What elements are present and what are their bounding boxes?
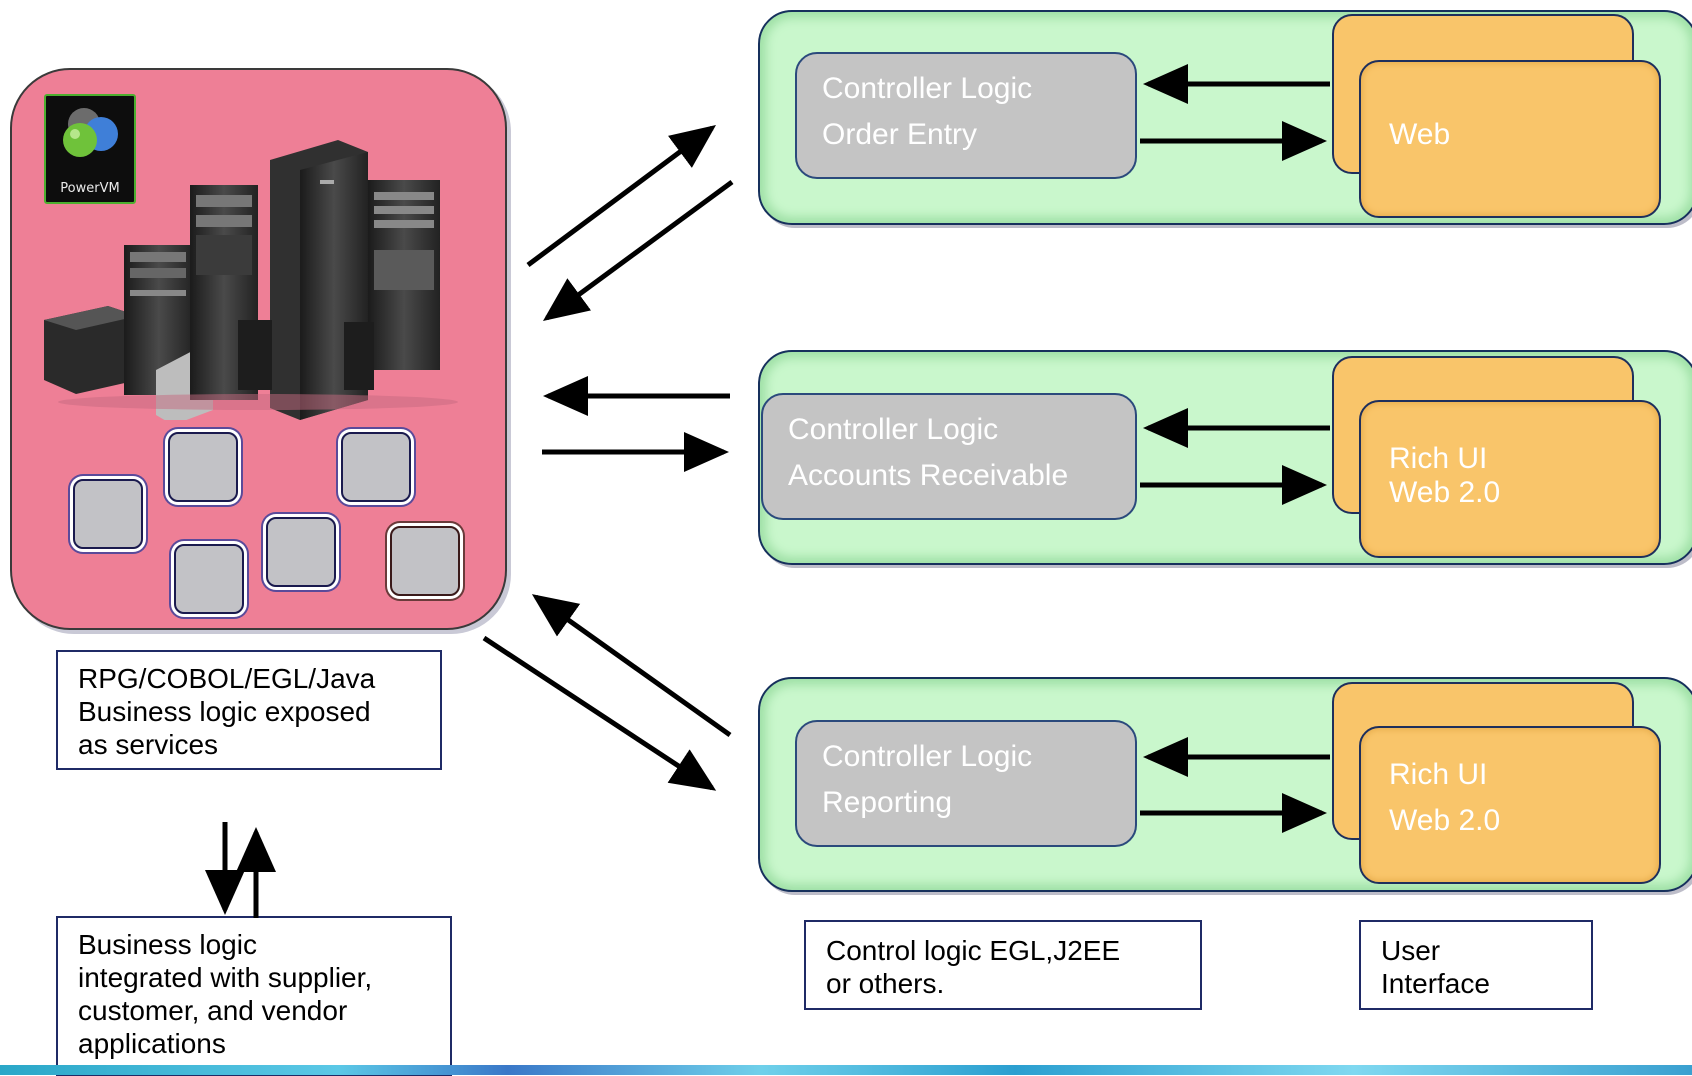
powervm-label: PowerVM xyxy=(60,181,120,196)
ui-web: Web xyxy=(1359,60,1661,218)
controller-subtitle: Accounts Receivable xyxy=(788,459,1069,492)
lpar-box xyxy=(168,432,238,502)
arrow-from-reporting xyxy=(531,594,732,738)
lpar-box xyxy=(341,432,411,502)
controller-subtitle: Reporting xyxy=(822,786,953,819)
user-interface-caption: User Interface xyxy=(1359,920,1593,1010)
lpar-box xyxy=(174,544,244,614)
ui-label: Rich UI xyxy=(1389,758,1488,791)
ui-sublabel: Web 2.0 xyxy=(1389,476,1501,509)
controller-reporting: Controller Logic Reporting xyxy=(795,720,1137,847)
controller-title: Controller Logic xyxy=(788,413,999,446)
controller-title: Controller Logic xyxy=(822,72,1033,105)
server-caption: RPG/COBOL/EGL/Java Business logic expose… xyxy=(56,650,442,770)
ui-sublabel: Web 2.0 xyxy=(1389,804,1501,837)
controller-order-entry: Controller Logic Order Entry xyxy=(795,52,1137,179)
arrow-to-order-entry xyxy=(526,125,717,268)
powervm-spheres-icon xyxy=(63,108,118,157)
footer-strip xyxy=(0,1065,1692,1075)
server-hardware-icon xyxy=(44,140,458,420)
controller-accounts-receivable: Controller Logic Accounts Receivable xyxy=(761,393,1137,520)
ui-rich-ui: Rich UI Web 2.0 xyxy=(1359,726,1661,884)
powervm-logo: PowerVM xyxy=(44,94,136,204)
lpar-box xyxy=(73,479,143,549)
ui-label: Rich UI xyxy=(1389,442,1488,475)
lpar-box xyxy=(266,517,336,587)
ui-rich-ui: Rich UI Web 2.0 xyxy=(1359,400,1661,558)
control-logic-caption: Control logic EGL,J2EE or others. xyxy=(804,920,1202,1010)
controller-subtitle: Order Entry xyxy=(822,118,978,151)
integration-caption: Business logic integrated with supplier,… xyxy=(56,916,452,1076)
ui-label: Web xyxy=(1389,118,1451,151)
controller-title: Controller Logic xyxy=(822,740,1033,773)
arrow-from-order-entry xyxy=(542,179,734,321)
arrow-to-reporting xyxy=(482,635,717,791)
lpar-box xyxy=(390,526,460,596)
